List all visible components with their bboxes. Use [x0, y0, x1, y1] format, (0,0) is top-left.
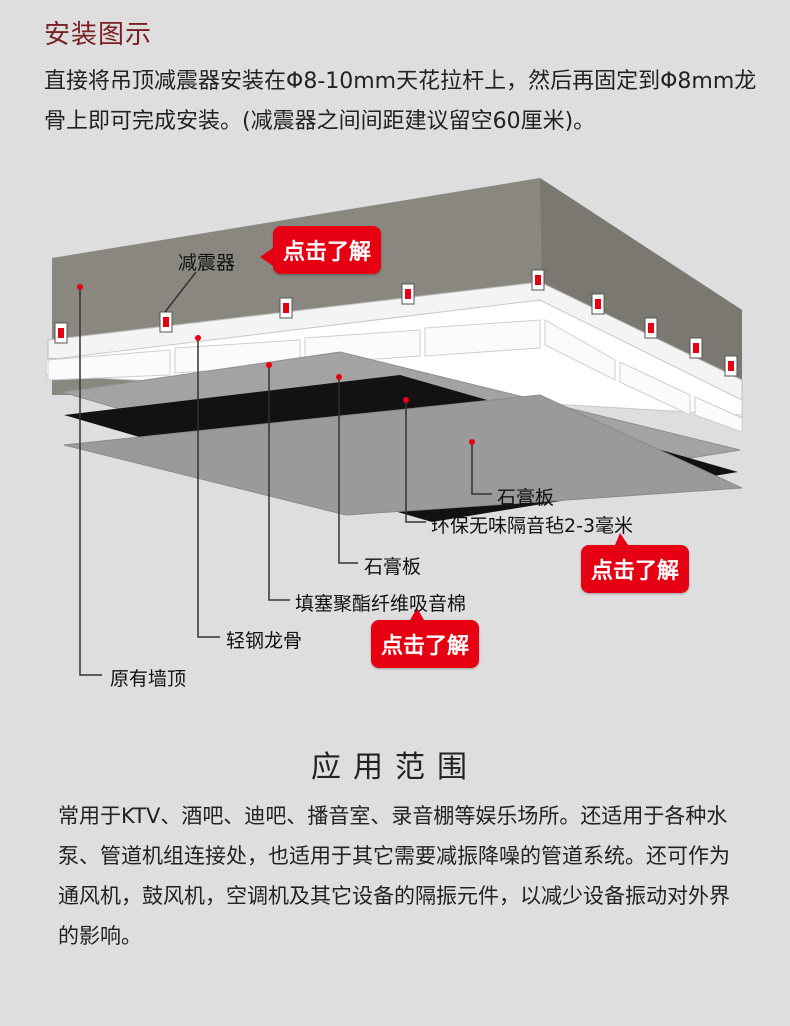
learn-more-button-cotton[interactable]: 点击了解 [371, 620, 480, 668]
layer-illustration [45, 178, 743, 676]
application-description: 常用于KTV、酒吧、迪吧、播音室、录音棚等娱乐场所。还适用于各种水泵、管道机组连… [58, 804, 730, 948]
label-keel: 轻钢龙骨 [226, 630, 303, 652]
learn-more-button-damper[interactable]: 点击了解 [273, 226, 382, 274]
section-title-application: 应用范围 [311, 750, 479, 785]
leader-lines [79, 271, 492, 676]
section-title-install: 安装图示 [44, 20, 153, 50]
label-gypsum-bottom: 石膏板 [497, 487, 555, 509]
installation-diagram: 减震器 石膏板 环保无味隔音毡2-3毫米 石膏板 填塞聚酯纤维吸音棉 轻钢龙骨 … [0, 170, 790, 710]
label-felt: 环保无味隔音毡2-3毫米 [431, 515, 634, 537]
cta-pointers [260, 248, 628, 620]
install-description: 直接将吊顶减震器安装在Φ8-10mm天花拉杆上，然后再固定到Φ8mm龙骨上即可完… [44, 69, 757, 134]
learn-more-button-felt[interactable]: 点击了解 [581, 545, 690, 593]
gypsum-bottom [63, 394, 743, 516]
label-cotton: 填塞聚酯纤维吸音棉 [295, 593, 467, 615]
marker-dots [77, 284, 475, 445]
label-damper: 减震器 [178, 252, 236, 274]
label-gypsum-middle: 石膏板 [364, 556, 422, 578]
cotton-blocks [47, 319, 743, 433]
label-ceiling: 原有墙顶 [110, 668, 187, 690]
damper-icons [54, 269, 738, 377]
